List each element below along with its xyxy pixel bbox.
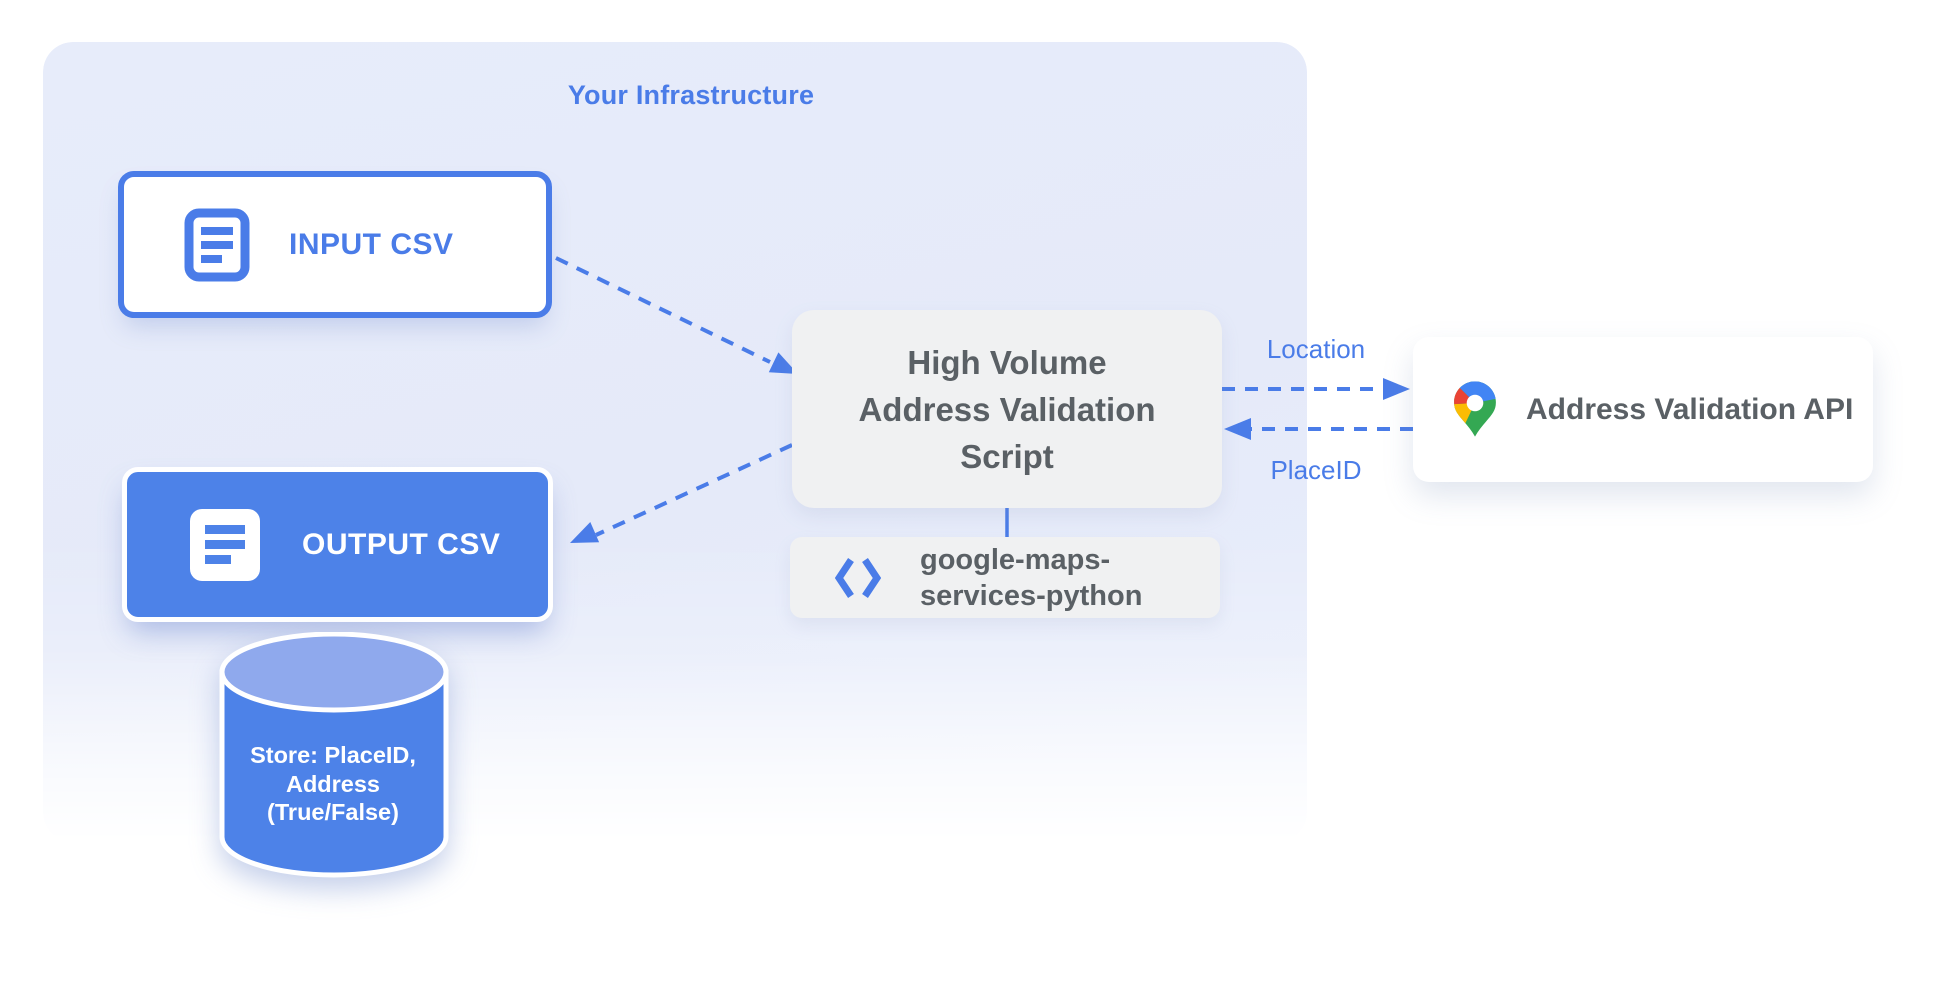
api-node: Address Validation API <box>1413 337 1873 482</box>
container-title: Your Infrastructure <box>567 80 815 110</box>
document-icon <box>184 208 250 281</box>
cylinder-top <box>219 632 449 713</box>
arrowhead-into-script <box>768 352 798 374</box>
datastore-label: Store: PlaceID, Address (True/False) <box>250 742 416 825</box>
output-csv-label: OUTPUT CSV <box>302 527 501 561</box>
arrowhead-into-script-return <box>1224 418 1251 440</box>
input-csv-label: INPUT CSV <box>289 227 454 261</box>
api-label: Address Validation API <box>1526 392 1854 426</box>
script-node: High Volume Address Validation Script <box>792 310 1222 508</box>
google-maps-pin-icon <box>1454 381 1496 437</box>
placeid-edge-label: PlaceID <box>1270 455 1362 485</box>
script-label: High Volume Address Validation Script <box>858 343 1156 475</box>
cylinder-body <box>219 669 449 878</box>
library-node: google-maps- services-python <box>790 537 1220 618</box>
output-csv-node: OUTPUT CSV <box>122 467 553 622</box>
location-edge-label: Location <box>1266 334 1366 364</box>
library-label: google-maps- services-python <box>920 543 1143 612</box>
arrowhead-into-output <box>570 522 600 543</box>
edge-script-to-output <box>595 443 793 537</box>
input-csv-node: INPUT CSV <box>118 171 552 318</box>
database-cylinder <box>219 632 449 878</box>
edge-input-to-script <box>555 256 771 364</box>
arrowhead-into-api <box>1383 378 1410 400</box>
code-icon <box>835 557 881 598</box>
document-icon <box>190 508 260 581</box>
